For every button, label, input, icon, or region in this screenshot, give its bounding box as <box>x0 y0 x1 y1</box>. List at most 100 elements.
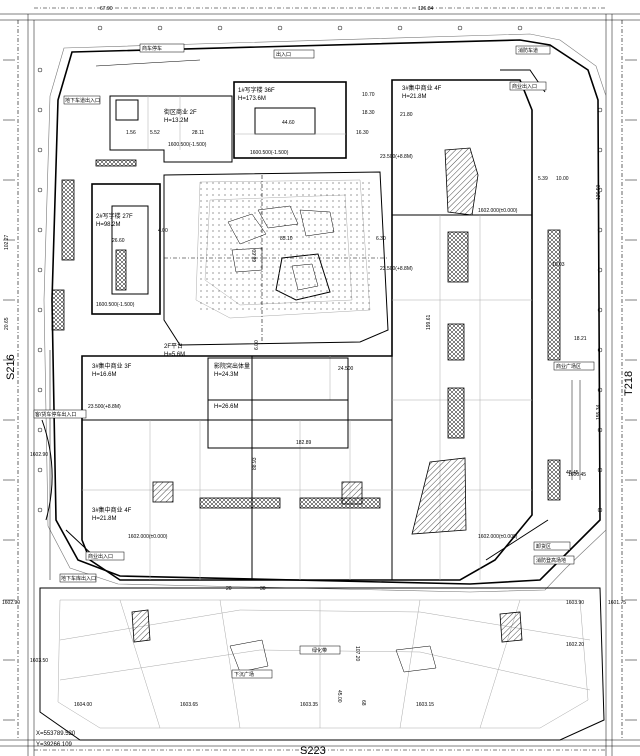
elev-e3: 1600.500(-1.500) <box>96 302 135 308</box>
dim-10-70: 10.70 <box>362 92 375 98</box>
tag-fire-road: 消防车道 <box>518 47 538 54</box>
elevation-labels: 1600.500(-1.500) 1600.500(-1.500) 1600.5… <box>2 142 626 708</box>
dim-6-00: 6.00 <box>254 340 260 350</box>
coordinate-y: Y=39266.109 <box>36 742 73 748</box>
dim-center-a: 85.10 <box>280 236 293 242</box>
elev-e19: 1602.20 <box>566 642 584 648</box>
cinema-name: 影院突出体量 <box>214 362 250 370</box>
road-right-label: T218 <box>623 371 635 396</box>
tag-parking-ramp: 地下车库出入口 <box>61 575 96 582</box>
dim-4-00: 4.00 <box>158 228 168 234</box>
commercial-lower-height: H=21.8M <box>92 516 117 522</box>
dim-10-00: 10.00 <box>556 176 569 182</box>
dim-30: 30 <box>260 586 266 592</box>
dim-16-30: 16.30 <box>356 130 369 136</box>
tower-1-name: 1#写字楼 36F <box>238 86 275 94</box>
elev-e20: 1603.50 <box>30 658 48 664</box>
cinema-base-height: H=26.6M <box>214 404 239 410</box>
tag-drop-off: 商车停车 <box>142 45 162 52</box>
elev-e11: 23.500(+8.8M) <box>88 404 121 410</box>
tag-green-belt: 绿化带 <box>312 647 327 654</box>
functional-tags: 商车停车 出入口 商业出入口 商业广场区 客/货车停车出入口 商业出入口 地下车… <box>33 43 595 679</box>
street-commercial-height: H=13.2M <box>164 118 189 124</box>
road-bottom-label: S223 <box>300 745 326 756</box>
tower-2-height: H=98.2M <box>96 222 121 228</box>
tag-business-plaza: 商业广场区 <box>556 363 581 370</box>
tag-entrance-right: 商业出入口 <box>512 83 537 90</box>
tower-2 <box>91 183 161 315</box>
tag-garden: 下沉广场 <box>234 671 254 678</box>
elev-e25: 1602.90 <box>30 452 48 458</box>
dim-bottom-c: 68 <box>360 700 366 706</box>
dim-48-45: 48.45 <box>566 470 579 476</box>
tag-loading: 卸货区 <box>536 543 551 550</box>
dim-28-11: 28.11 <box>192 130 204 136</box>
elev-e9: 23.500(+8.8M) <box>380 154 413 160</box>
dim-top-right: 126.84 <box>418 6 434 12</box>
elev-e16: 1603.15 <box>416 702 434 708</box>
commercial-3f-name: 3#集中商业 3F <box>92 362 132 370</box>
dim-area-b: 26.60 <box>112 238 125 244</box>
dim-10-03: 10.03 <box>552 262 565 268</box>
dim-bottom-a: 107.20 <box>354 646 360 662</box>
dim-21-80: 21.80 <box>400 112 413 118</box>
elev-e12: 24.500 <box>338 366 354 372</box>
dim-center-d: 88.93 <box>252 457 258 470</box>
commercial-block <box>81 79 533 581</box>
dim-6-30: 6.30 <box>376 236 386 242</box>
commercial-4f-name: 3#集中商业 4F <box>402 84 442 92</box>
elev-e17: 1603.90 <box>566 600 584 606</box>
commercial-4f-height: H=21.8M <box>402 94 427 100</box>
dim-18-21: 18.21 <box>574 336 587 342</box>
dim-1-56: 1.56 <box>126 130 136 136</box>
dim-left-b: 20.65 <box>4 317 10 330</box>
elev-e2: 1600.500(-1.500) <box>250 150 289 156</box>
tower-1 <box>233 81 347 159</box>
platform-name: 2F平台 <box>164 342 183 350</box>
tag-fire-access: 消防登高场地 <box>536 557 566 564</box>
tower-1-height: H=173.6M <box>238 96 266 102</box>
tag-entrance-top: 出入口 <box>276 51 291 58</box>
dim-top-left: 67.90 <box>100 6 113 12</box>
elev-e6: 1602.000(±0.000) <box>128 534 168 540</box>
south-plaza <box>39 587 605 741</box>
elev-e1: 1600.500(-1.500) <box>168 142 207 148</box>
elev-e13: 1602.90 <box>2 600 20 606</box>
dim-18-30: 18.30 <box>362 110 375 116</box>
dim-bottom-b: 45.00 <box>336 690 342 703</box>
street-commercial-name: 街区商业 2F <box>164 108 197 116</box>
cinema-height: H=24.3M <box>214 372 239 378</box>
elev-e7: 1602.000(±0.000) <box>478 534 518 540</box>
tag-car-entrance: 地下车道出入口 <box>65 97 100 104</box>
tower-2-name: 2#写字楼 27F <box>96 212 133 220</box>
street-commercial <box>51 95 233 331</box>
elev-e14: 1603.65 <box>180 702 198 708</box>
commercial-3f-height: H=16.6M <box>92 372 117 378</box>
dim-center-c: 199.61 <box>426 314 432 330</box>
elev-e5: 1602.000(±0.000) <box>478 208 518 214</box>
tag-bus-stop: 客/货车停车出入口 <box>35 411 76 418</box>
elev-e10: 23.500(+8.8M) <box>380 266 413 272</box>
dim-right-b: 155.34 <box>596 404 602 420</box>
elev-e21: 1604.00 <box>74 702 92 708</box>
dim-left-a: 102.27 <box>4 234 10 250</box>
tree-rows <box>37 25 603 513</box>
site-boundary <box>43 33 607 593</box>
elev-e15: 1603.35 <box>300 702 318 708</box>
elev-e18: 1601.75 <box>608 600 626 606</box>
commercial-lower-name: 3#集中商业 4F <box>92 506 132 514</box>
tag-entrance-bottom: 商业出入口 <box>88 553 113 560</box>
road-left-label: S216 <box>5 354 17 380</box>
elev-e24: 1600.45 <box>568 472 586 478</box>
dim-area-c: 182.89 <box>296 440 312 446</box>
dim-right-a: 126.50 <box>596 184 602 200</box>
coordinate-x: X=553789.520 <box>36 731 76 737</box>
courtyard-landscape <box>163 171 389 346</box>
dim-5-39: 5.39 <box>538 176 548 182</box>
dim-20: 20 <box>226 586 232 592</box>
dim-center-b: 68.60 <box>252 249 258 262</box>
dim-5-52: 5.52 <box>150 130 160 136</box>
platform-height: H=5.6M <box>164 352 185 358</box>
dim-area-a: 44.60 <box>282 120 295 126</box>
